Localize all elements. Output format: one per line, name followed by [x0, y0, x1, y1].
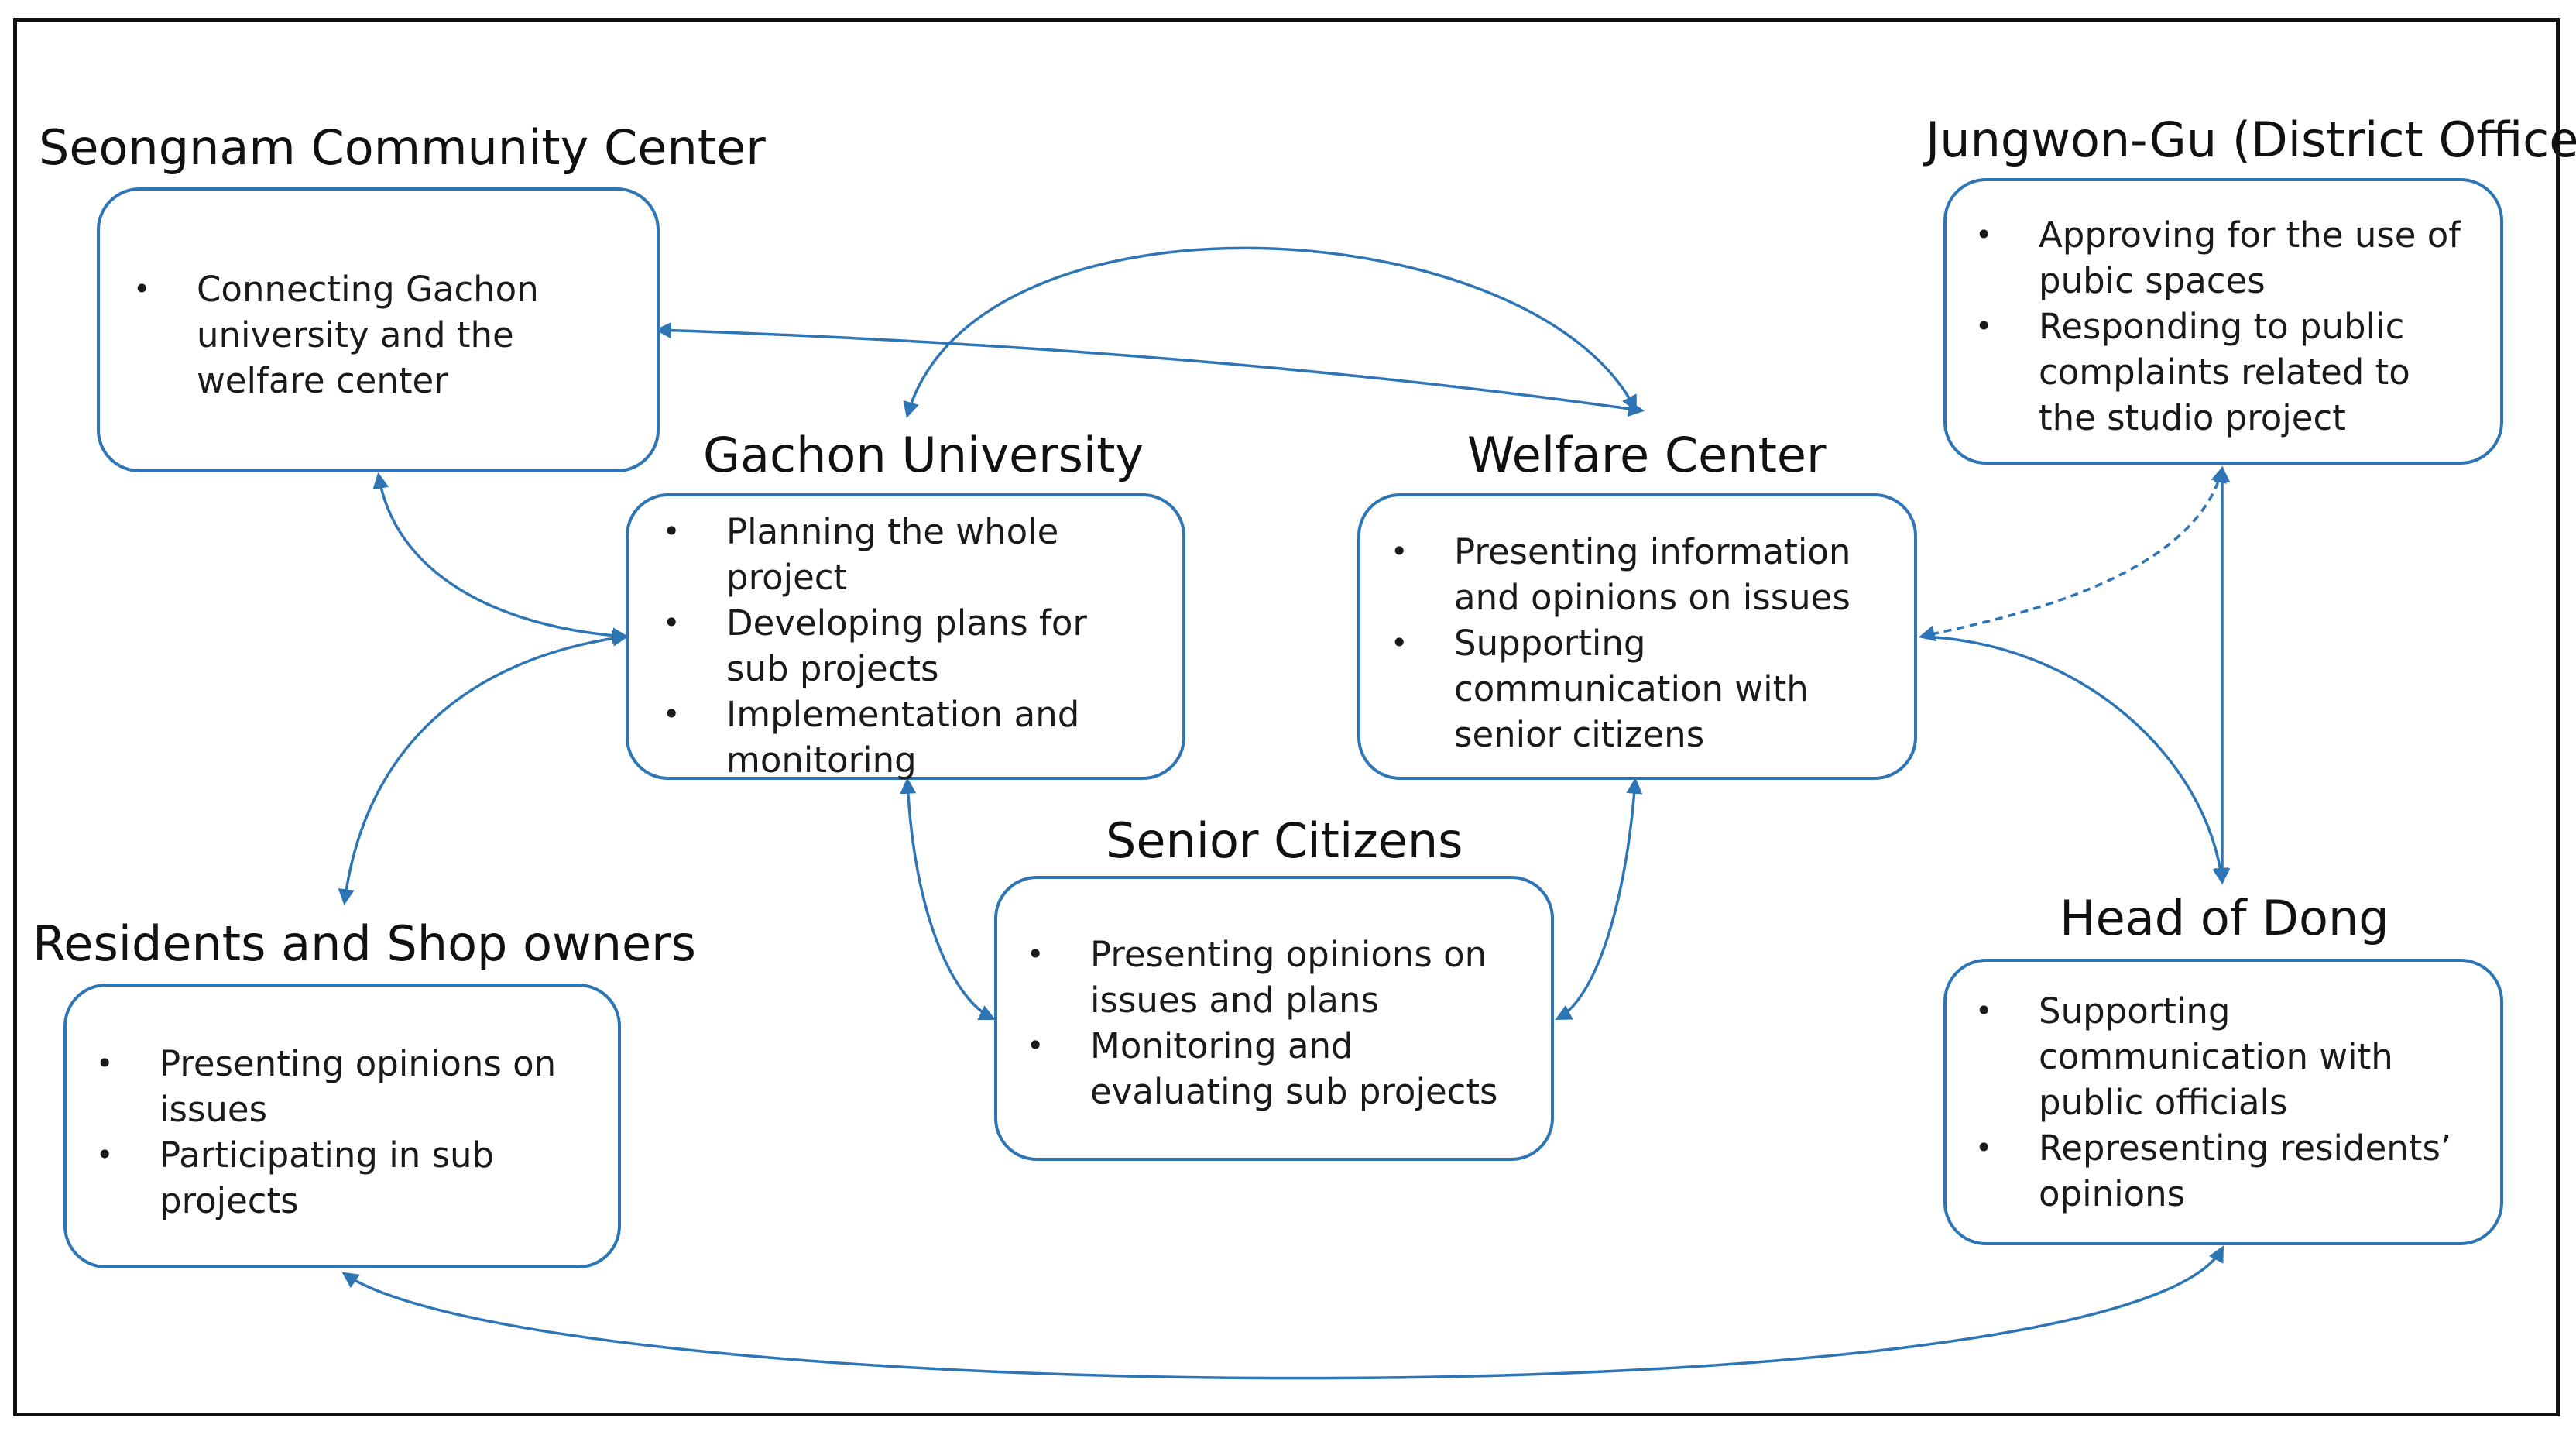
senior-list: Presenting opinions on issues and plans …	[1027, 932, 1532, 1114]
gachon-box: Planning the whole project Developing pl…	[626, 493, 1185, 783]
seongnam-list: Connecting Gachon university and the wel…	[133, 266, 630, 403]
senior-title: Senior Citizens	[1106, 812, 1463, 869]
gachon-item-3: Implementation and monitoring	[663, 692, 1160, 783]
welfare-item-1: Presenting information and opinions on i…	[1391, 529, 1895, 620]
gachon-item-2: Developing plans for sub projects	[663, 600, 1160, 692]
diagram-frame	[13, 18, 2560, 1416]
jungwon-title: Jungwon-Gu (District Office)	[1926, 112, 2576, 168]
dong-title: Head of Dong	[2060, 890, 2389, 946]
connector-gachon-senior	[900, 777, 996, 1021]
dong-box: Supporting communication with public off…	[1943, 959, 2503, 1245]
dong-item-2: Representing residents’ opinions	[1975, 1125, 2472, 1217]
welfare-title: Welfare Center	[1467, 427, 1827, 483]
jungwon-box: Approving for the use of pubic spaces Re…	[1943, 178, 2503, 465]
senior-item-2: Monitoring and evaluating sub projects	[1027, 1023, 1532, 1114]
senior-box: Presenting opinions on issues and plans …	[994, 876, 1554, 1161]
dong-item-1: Supporting communication with public off…	[1975, 988, 2472, 1125]
welfare-list: Presenting information and opinions on i…	[1391, 529, 1895, 757]
residents-box: Presenting opinions on issues Participat…	[63, 984, 621, 1268]
connector-gachon-residents	[338, 630, 629, 906]
residents-item-1: Presenting opinions on issues	[96, 1041, 601, 1132]
jungwon-item-1: Approving for the use of pubic spaces	[1975, 212, 2472, 304]
gachon-item-1: Planning the whole project	[663, 509, 1160, 600]
seongnam-box: Connecting Gachon university and the wel…	[97, 187, 660, 472]
dong-list: Supporting communication with public off…	[1975, 988, 2472, 1217]
senior-item-1: Presenting opinions on issues and plans	[1027, 932, 1532, 1023]
residents-list: Presenting opinions on issues Participat…	[96, 1041, 601, 1224]
connector-seongnam-welfare	[654, 322, 1645, 417]
jungwon-list: Approving for the use of pubic spaces Re…	[1975, 212, 2472, 441]
gachon-list: Planning the whole project Developing pl…	[663, 509, 1160, 783]
seongnam-item-1: Connecting Gachon university and the wel…	[133, 266, 630, 403]
welfare-box: Presenting information and opinions on i…	[1357, 493, 1917, 780]
connector-welfare-dong	[1921, 635, 2229, 885]
seongnam-title: Seongnam Community Center	[39, 119, 766, 176]
connector-welfare-senior	[1555, 777, 1643, 1020]
residents-item-2: Participating in sub projects	[96, 1132, 601, 1224]
jungwon-item-2: Responding to public complaints related …	[1975, 304, 2472, 441]
connector-gachon-welfare	[903, 246, 1637, 419]
connector-jungwon-welfare	[1918, 465, 2227, 642]
gachon-title: Gachon University	[703, 427, 1144, 483]
connector-seongnam-gachon	[372, 472, 629, 644]
connector-residents-dong	[341, 1245, 2224, 1380]
residents-title: Residents and Shop owners	[33, 915, 696, 972]
welfare-item-2: Supporting communication with senior cit…	[1391, 620, 1895, 757]
